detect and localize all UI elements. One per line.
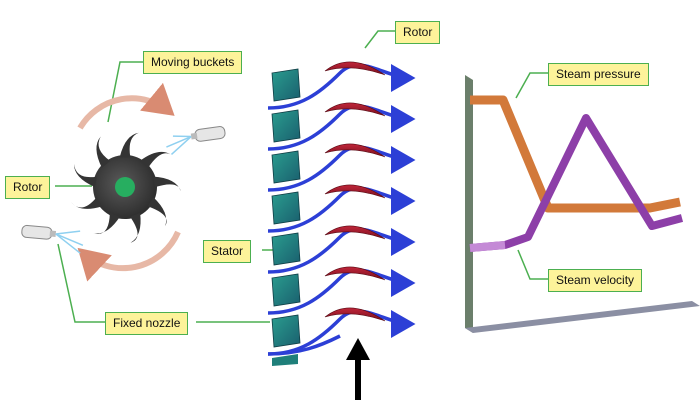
rotor-bucket bbox=[71, 197, 103, 209]
moving-buckets bbox=[324, 61, 386, 322]
stator-blade bbox=[271, 109, 301, 143]
label-stator: Stator bbox=[203, 240, 252, 263]
label-moving-buckets: Moving buckets bbox=[143, 51, 243, 74]
stator-blade bbox=[271, 314, 301, 348]
label-steam-pressure: Steam pressure bbox=[548, 63, 649, 86]
steam-flow-line bbox=[267, 334, 341, 356]
leader-line bbox=[57, 243, 105, 323]
stator-blade bbox=[271, 273, 301, 307]
up-arrow-icon bbox=[346, 338, 370, 400]
rotation-arrow-bottom bbox=[77, 230, 181, 282]
plot-horizontal-axis bbox=[465, 301, 700, 333]
stator-blade bbox=[272, 354, 298, 366]
rotation-arrows bbox=[77, 82, 181, 282]
steam-flow bbox=[267, 63, 416, 356]
steam-velocity-curve bbox=[469, 114, 684, 252]
stator-blades bbox=[271, 68, 301, 366]
label-steam-velocity: Steam velocity bbox=[548, 269, 643, 292]
steam-flow-line bbox=[267, 104, 416, 151]
rotation-arrow-top bbox=[77, 82, 175, 130]
moving-bucket bbox=[324, 225, 386, 240]
plot-vertical-axis bbox=[465, 75, 473, 333]
nozzle-right bbox=[166, 126, 226, 156]
rotor-bucket bbox=[119, 132, 139, 158]
steam-pressure-curve bbox=[470, 95, 681, 213]
stator-blade bbox=[271, 68, 301, 102]
nozzle-left bbox=[21, 224, 84, 254]
leader-line bbox=[517, 249, 548, 280]
leader-line bbox=[107, 61, 143, 123]
rotor-wheel bbox=[71, 132, 181, 243]
steam-flow-line bbox=[267, 145, 416, 192]
rotor-bucket bbox=[139, 151, 171, 168]
pressure-velocity-plot bbox=[465, 75, 700, 333]
rotor-bucket bbox=[73, 163, 97, 188]
rotor-bucket bbox=[93, 212, 120, 234]
steam-flow-line bbox=[267, 227, 416, 274]
moving-bucket bbox=[324, 102, 386, 117]
moving-bucket bbox=[324, 307, 386, 322]
moving-bucket bbox=[324, 266, 386, 281]
label-fixed-nozzle: Fixed nozzle bbox=[105, 312, 189, 335]
leader-line bbox=[515, 72, 548, 99]
rotor-bucket bbox=[147, 197, 167, 227]
moving-bucket bbox=[324, 184, 386, 199]
stator-blade bbox=[271, 232, 301, 266]
leader-line bbox=[364, 30, 395, 49]
nozzles bbox=[21, 126, 226, 254]
moving-bucket bbox=[324, 143, 386, 158]
rotor-bucket bbox=[153, 176, 181, 192]
steam-flow-line bbox=[267, 186, 416, 233]
stator-blade bbox=[271, 150, 301, 184]
rotor-bucket bbox=[96, 136, 111, 168]
label-rotor-left: Rotor bbox=[5, 176, 51, 199]
rotor-hub bbox=[115, 177, 135, 197]
label-rotor-top: Rotor bbox=[395, 21, 441, 44]
steam-flow-line bbox=[267, 268, 416, 315]
moving-bucket bbox=[324, 61, 386, 76]
steam-flow-line bbox=[267, 63, 416, 110]
stator-blade bbox=[271, 191, 301, 225]
rotor-bucket bbox=[130, 212, 141, 243]
